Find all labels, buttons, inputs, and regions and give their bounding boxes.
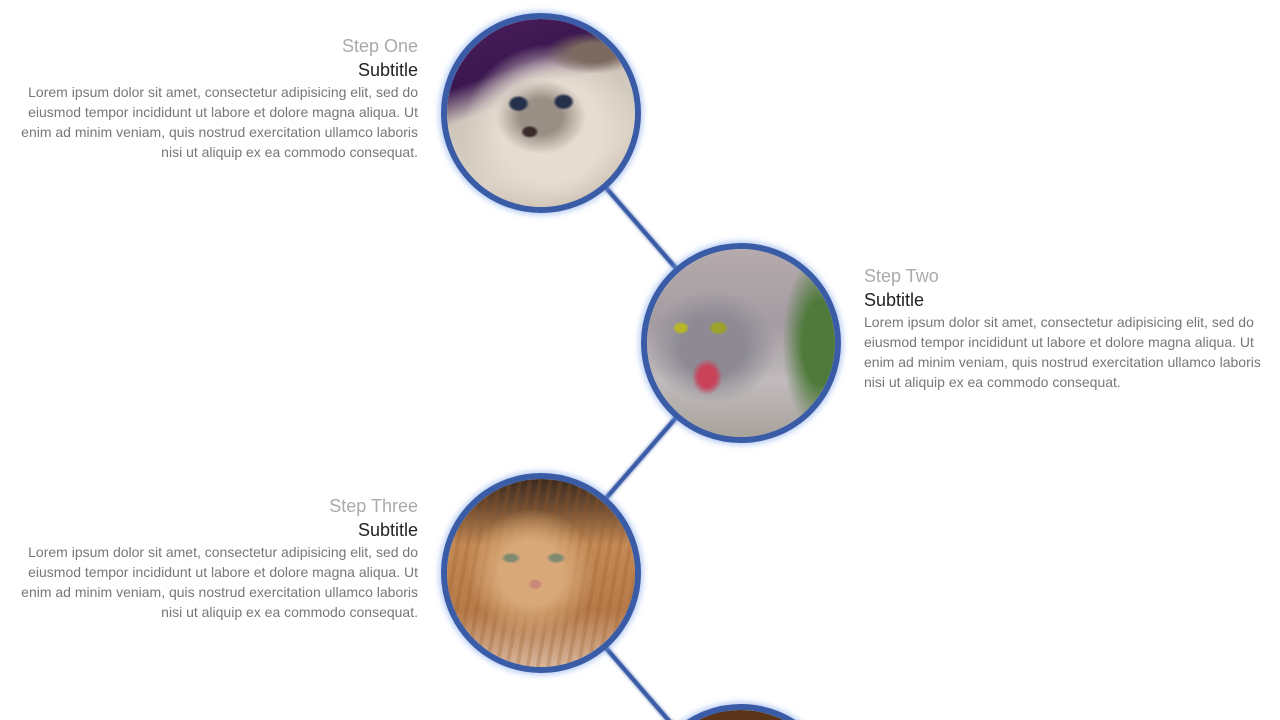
cat-photo-image <box>647 249 835 437</box>
step-2-text: Step Two Subtitle Lorem ipsum dolor sit … <box>864 264 1264 392</box>
step-subtitle: Subtitle <box>864 290 925 310</box>
step-subtitle: Subtitle <box>357 520 418 540</box>
step-3-circle <box>441 473 641 673</box>
cat-photo-image <box>447 479 635 667</box>
cat-photo-image <box>447 19 635 207</box>
step-body: Lorem ipsum dolor sit amet, consectetur … <box>21 544 418 620</box>
step-body: Lorem ipsum dolor sit amet, consectetur … <box>864 314 1261 390</box>
cat-photo-image <box>647 710 835 720</box>
step-3-text: Step Three Subtitle Lorem ipsum dolor si… <box>18 494 418 622</box>
step-title: Step One <box>341 36 418 56</box>
step-2-circle <box>641 243 841 443</box>
step-1-text: Step One Subtitle Lorem ipsum dolor sit … <box>18 34 418 162</box>
step-title: Step Two <box>864 266 939 286</box>
step-subtitle: Subtitle <box>357 60 418 80</box>
step-body: Lorem ipsum dolor sit amet, consectetur … <box>21 84 418 160</box>
step-1-circle <box>441 13 641 213</box>
step-title: Step Three <box>329 496 418 516</box>
